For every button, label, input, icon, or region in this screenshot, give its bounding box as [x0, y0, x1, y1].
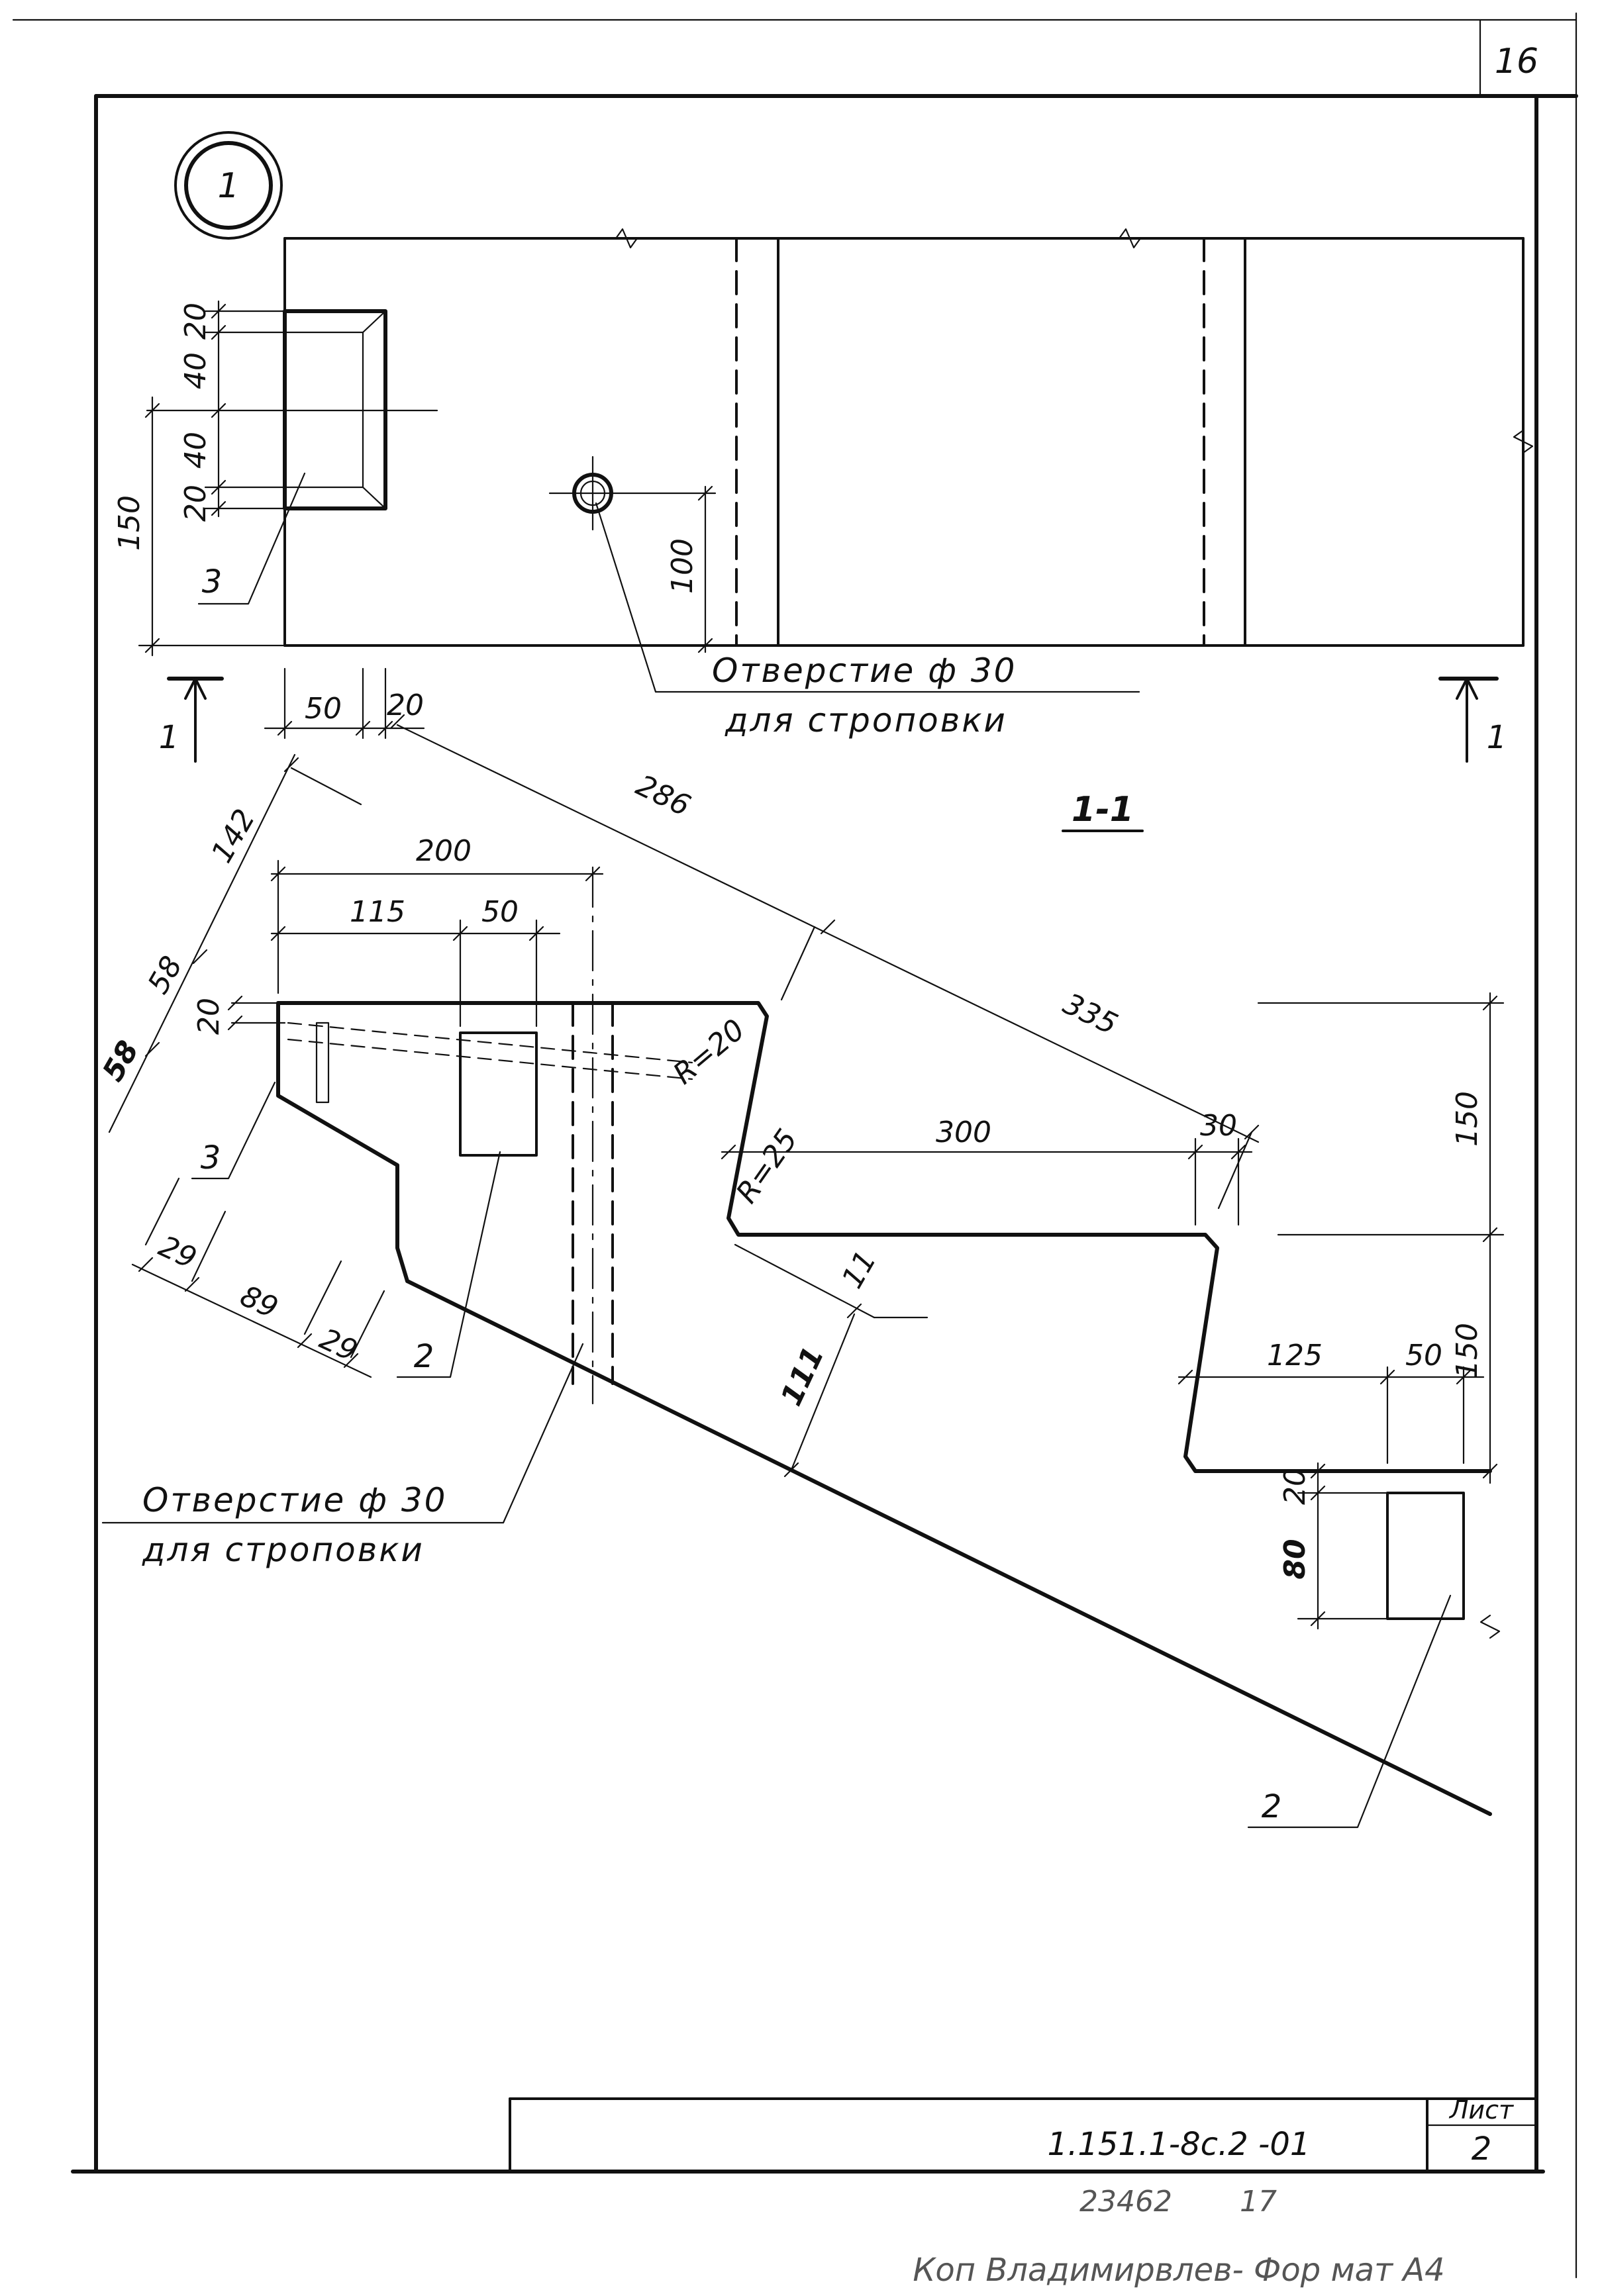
position-3-plan: 3: [202, 563, 223, 600]
node-marker-number: 1: [217, 166, 239, 206]
dim-150-r1: 150: [1450, 1091, 1484, 1147]
section-mid-dims: [721, 1137, 1253, 1478]
dim-142: 142: [205, 804, 262, 869]
dim-125: 125: [1267, 1339, 1323, 1372]
dim-40-b: 40: [179, 432, 213, 469]
dim-20-r: 20: [1278, 1468, 1312, 1505]
dim-11: 11: [835, 1245, 883, 1294]
dim-50-mid: 50: [481, 895, 519, 929]
dim-58-a: 58: [141, 951, 189, 1000]
plan-dim-chain: [138, 300, 713, 657]
dim-50-top: 50: [305, 692, 342, 726]
dim-29-b: 29: [315, 1322, 362, 1368]
dim-20-a: 20: [179, 303, 213, 340]
dim-20-b: 20: [179, 485, 213, 522]
node-marker-circle: [174, 131, 283, 240]
inventory-number: 23462: [1079, 2185, 1172, 2219]
hole-note-top-line1: Отверстие ф 30: [712, 651, 1017, 690]
dim-150-r2: 150: [1450, 1323, 1484, 1378]
sheet-frame: [12, 12, 1578, 2279]
plan-view: [146, 228, 1534, 647]
dim-30: 30: [1200, 1109, 1237, 1143]
dim-335: 335: [1058, 987, 1123, 1042]
dim-50-r: 50: [1405, 1339, 1442, 1372]
dim-20-mid: 20: [192, 998, 226, 1035]
inventory-suffix: 17: [1240, 2185, 1277, 2219]
hole-note-bottom-line2: для строповки: [142, 1531, 425, 1569]
section-mark-right: [1438, 677, 1499, 763]
position-2-right: 2: [1262, 1788, 1282, 1825]
radius-25: R=25: [730, 1123, 805, 1209]
hole-note-bottom-line1: Отверстие ф 30: [142, 1481, 447, 1519]
section-mark-left: [167, 677, 224, 763]
document-code: 1.151.1-8с.2 -01: [1048, 2126, 1311, 2163]
dim-40-a: 40: [179, 352, 213, 389]
dim-200: 200: [416, 834, 472, 868]
dim-150-top: 150: [113, 495, 146, 551]
section-top-dims: [270, 859, 604, 1028]
section-view: [276, 866, 1492, 1816]
page-number: 16: [1495, 42, 1538, 81]
plan-bottom-dims: [264, 667, 425, 740]
section-bottom-left-dims: [131, 1177, 385, 1378]
dim-300: 300: [936, 1116, 991, 1149]
dim-80: 80: [1278, 1539, 1312, 1579]
dim-89: 89: [235, 1279, 283, 1325]
section-right-dims: [1177, 992, 1505, 1639]
dim-115: 115: [350, 895, 405, 929]
position-2-section: 2: [414, 1338, 434, 1375]
section-mark-right-label: 1: [1487, 719, 1507, 756]
dim-20-top: 20: [387, 689, 424, 722]
dim-29-a: 29: [154, 1229, 201, 1276]
sheet-number: 2: [1472, 2130, 1492, 2168]
title-block: [509, 2097, 1538, 2173]
bottom-note: Коп Владимирвлев- Фор мат А4: [913, 2252, 1444, 2289]
section-mark-left-label: 1: [159, 719, 179, 756]
section-slant-dims: [108, 714, 1260, 1210]
dim-58-b: 58: [96, 1035, 146, 1087]
dim-100: 100: [666, 538, 699, 594]
radius-20: R=20: [667, 1013, 751, 1091]
sheet-label: Лист: [1448, 2095, 1515, 2125]
dim-111: 111: [774, 1341, 830, 1411]
section-title: 1-1: [1072, 790, 1134, 830]
position-3-section: 3: [201, 1139, 221, 1176]
hole-note-top-line2: для строповки: [725, 701, 1007, 740]
dim-286: 286: [630, 769, 695, 824]
